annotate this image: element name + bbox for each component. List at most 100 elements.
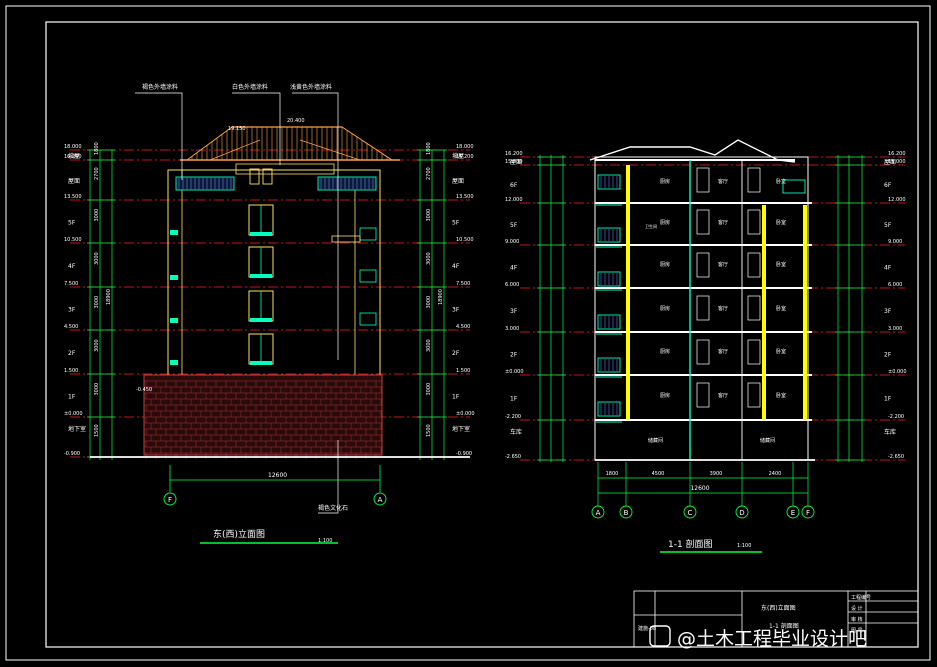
axis-bubble-a bbox=[373, 492, 387, 506]
garage-label: 储藏间 bbox=[648, 437, 663, 444]
section-floor-label-right: 5F bbox=[884, 222, 892, 229]
section-level-mark-right: ±0.000 bbox=[888, 369, 907, 375]
section-level-mark-left: -2.650 bbox=[505, 454, 521, 460]
elevation-level-mark-right: 16.200 bbox=[456, 154, 474, 160]
section-level-mark-right: 9.000 bbox=[888, 239, 902, 245]
axis-bubble-f bbox=[163, 492, 177, 506]
hip-roof bbox=[185, 126, 394, 161]
stone-cladding-pattern bbox=[144, 380, 382, 459]
section-door bbox=[696, 209, 710, 235]
elevation-level-mark-right: 4.500 bbox=[456, 324, 470, 330]
axis-bubble bbox=[801, 505, 815, 519]
side-window-mark bbox=[170, 275, 178, 280]
room-label-kitchen: 厨房 bbox=[660, 392, 670, 399]
title-block-drawing: 1-1 剖面图 bbox=[769, 622, 799, 630]
right-window bbox=[359, 269, 377, 283]
elevation-dim-value-right: 3000 bbox=[426, 252, 432, 265]
elevation-floor-label-right: 地下室 bbox=[452, 425, 470, 433]
room-label-living: 客厅 bbox=[718, 348, 728, 355]
side-window-mark bbox=[170, 230, 178, 235]
section-door bbox=[696, 167, 710, 193]
room-label-kitchen: 厨房 bbox=[660, 261, 670, 268]
elevation-level-mark-left: 13.500 bbox=[64, 194, 82, 200]
elevation-level-mark-right: ±0.000 bbox=[456, 411, 475, 417]
section-door bbox=[696, 295, 710, 321]
elevation-floor-label-left: 5F bbox=[68, 220, 76, 227]
axis-label-a: A bbox=[378, 496, 383, 504]
elevation-dim-value-left: 3000 bbox=[94, 339, 100, 352]
section-columns bbox=[626, 160, 807, 460]
section-floor-label-right: 6F bbox=[884, 182, 892, 189]
room-label-bath: 卫生间 bbox=[645, 223, 657, 229]
elevation-dim-value-right: 3000 bbox=[426, 209, 432, 222]
elevation-total-dim-left: 18900 bbox=[106, 289, 112, 305]
room-label-living: 客厅 bbox=[718, 178, 728, 185]
section-floor-label-right: 3F bbox=[884, 308, 892, 315]
section-bottom-dim: 2400 bbox=[769, 471, 782, 477]
garage-label-right: 储藏间 bbox=[760, 437, 775, 444]
section-level-mark-right: 6.000 bbox=[888, 282, 902, 288]
elevation-dim-value-right: 3000 bbox=[426, 383, 432, 396]
axis-label-b: B bbox=[624, 509, 629, 517]
elevation-level-mark-left: 10.500 bbox=[64, 237, 82, 243]
axis-bubble bbox=[683, 505, 697, 519]
section-doors bbox=[696, 167, 761, 408]
section-level-mark-right: -2.650 bbox=[888, 454, 904, 460]
section-level-mark-left: 6.000 bbox=[505, 282, 519, 288]
room-label-living: 客厅 bbox=[718, 219, 728, 226]
width-dim-value: 12600 bbox=[268, 472, 287, 479]
elevation-dim-value-right: 1500 bbox=[426, 424, 432, 437]
section-floor-label-left: 5F bbox=[510, 222, 518, 229]
room-label-bedroom: 卧室 bbox=[776, 261, 786, 268]
section-level-mark-left: 12.000 bbox=[505, 197, 523, 203]
title-block bbox=[633, 590, 919, 648]
elevation-level-mark-left: -0.900 bbox=[64, 451, 80, 457]
title-block-label-a: 工程编号 bbox=[851, 594, 871, 601]
elevation-floor-label-left: 地下室 bbox=[68, 425, 86, 433]
roof-mark-right: 20.400 bbox=[287, 118, 305, 124]
callout-brown-coating: 褐色外墙涂料 bbox=[142, 83, 178, 91]
section-door bbox=[747, 209, 761, 235]
right-window bbox=[359, 312, 377, 326]
elevation-level-mark-right: -0.900 bbox=[456, 451, 472, 457]
section-floor-label-left: 车库 bbox=[510, 428, 522, 436]
elevation-floor-label-right: 2F bbox=[452, 350, 460, 357]
roof-hip bbox=[209, 139, 261, 161]
elevation-level-mark-left: 7.500 bbox=[64, 281, 78, 287]
elevation-floor-label-right: 坡屋 bbox=[452, 152, 464, 160]
elevation-level-mark-left: 4.500 bbox=[64, 324, 78, 330]
side-balcony bbox=[331, 235, 361, 243]
elevation-dim-value-left: 3000 bbox=[94, 296, 100, 309]
section-bottom-dim: 3900 bbox=[710, 471, 723, 477]
title-block-label-c: 审 核 bbox=[851, 616, 863, 623]
top-window bbox=[249, 168, 260, 185]
elevation-floor-label-right: 1F bbox=[452, 394, 460, 401]
balcony-railing bbox=[597, 357, 621, 373]
elevation-dim-value-right: 2700 bbox=[426, 167, 432, 180]
balcony-railing bbox=[597, 271, 621, 287]
elevation-dim-value-left: 1800 bbox=[94, 142, 100, 155]
callout-leaders bbox=[135, 92, 339, 514]
axis-bubble bbox=[619, 505, 633, 519]
elevation-floor-label-left: 坡屋 bbox=[68, 152, 80, 160]
title-block-label-d: 图 号 bbox=[851, 628, 863, 634]
elevation-total-dim-right: 18900 bbox=[438, 289, 444, 305]
side-window-mark bbox=[170, 360, 178, 365]
elevation-level-mark-right: 13.500 bbox=[456, 194, 474, 200]
elevation-level-mark-right: 10.500 bbox=[456, 237, 474, 243]
section-door bbox=[696, 382, 710, 408]
elevation-floor-label-right: 屋面 bbox=[452, 178, 464, 185]
section-level-mark-left: 16.200 bbox=[505, 151, 523, 157]
section-door bbox=[747, 295, 761, 321]
room-label-bedroom: 卧室 bbox=[776, 392, 786, 399]
section-floor-label-left: 3F bbox=[510, 308, 518, 315]
room-label-bedroom: 卧室 bbox=[776, 348, 786, 355]
column-b bbox=[626, 165, 630, 420]
room-label-living: 客厅 bbox=[718, 392, 728, 399]
section-floor-label-right: 1F bbox=[884, 396, 892, 403]
elevation-wall-upper bbox=[167, 169, 381, 376]
window-sill bbox=[250, 361, 272, 365]
axis-label-c: C bbox=[688, 509, 693, 517]
